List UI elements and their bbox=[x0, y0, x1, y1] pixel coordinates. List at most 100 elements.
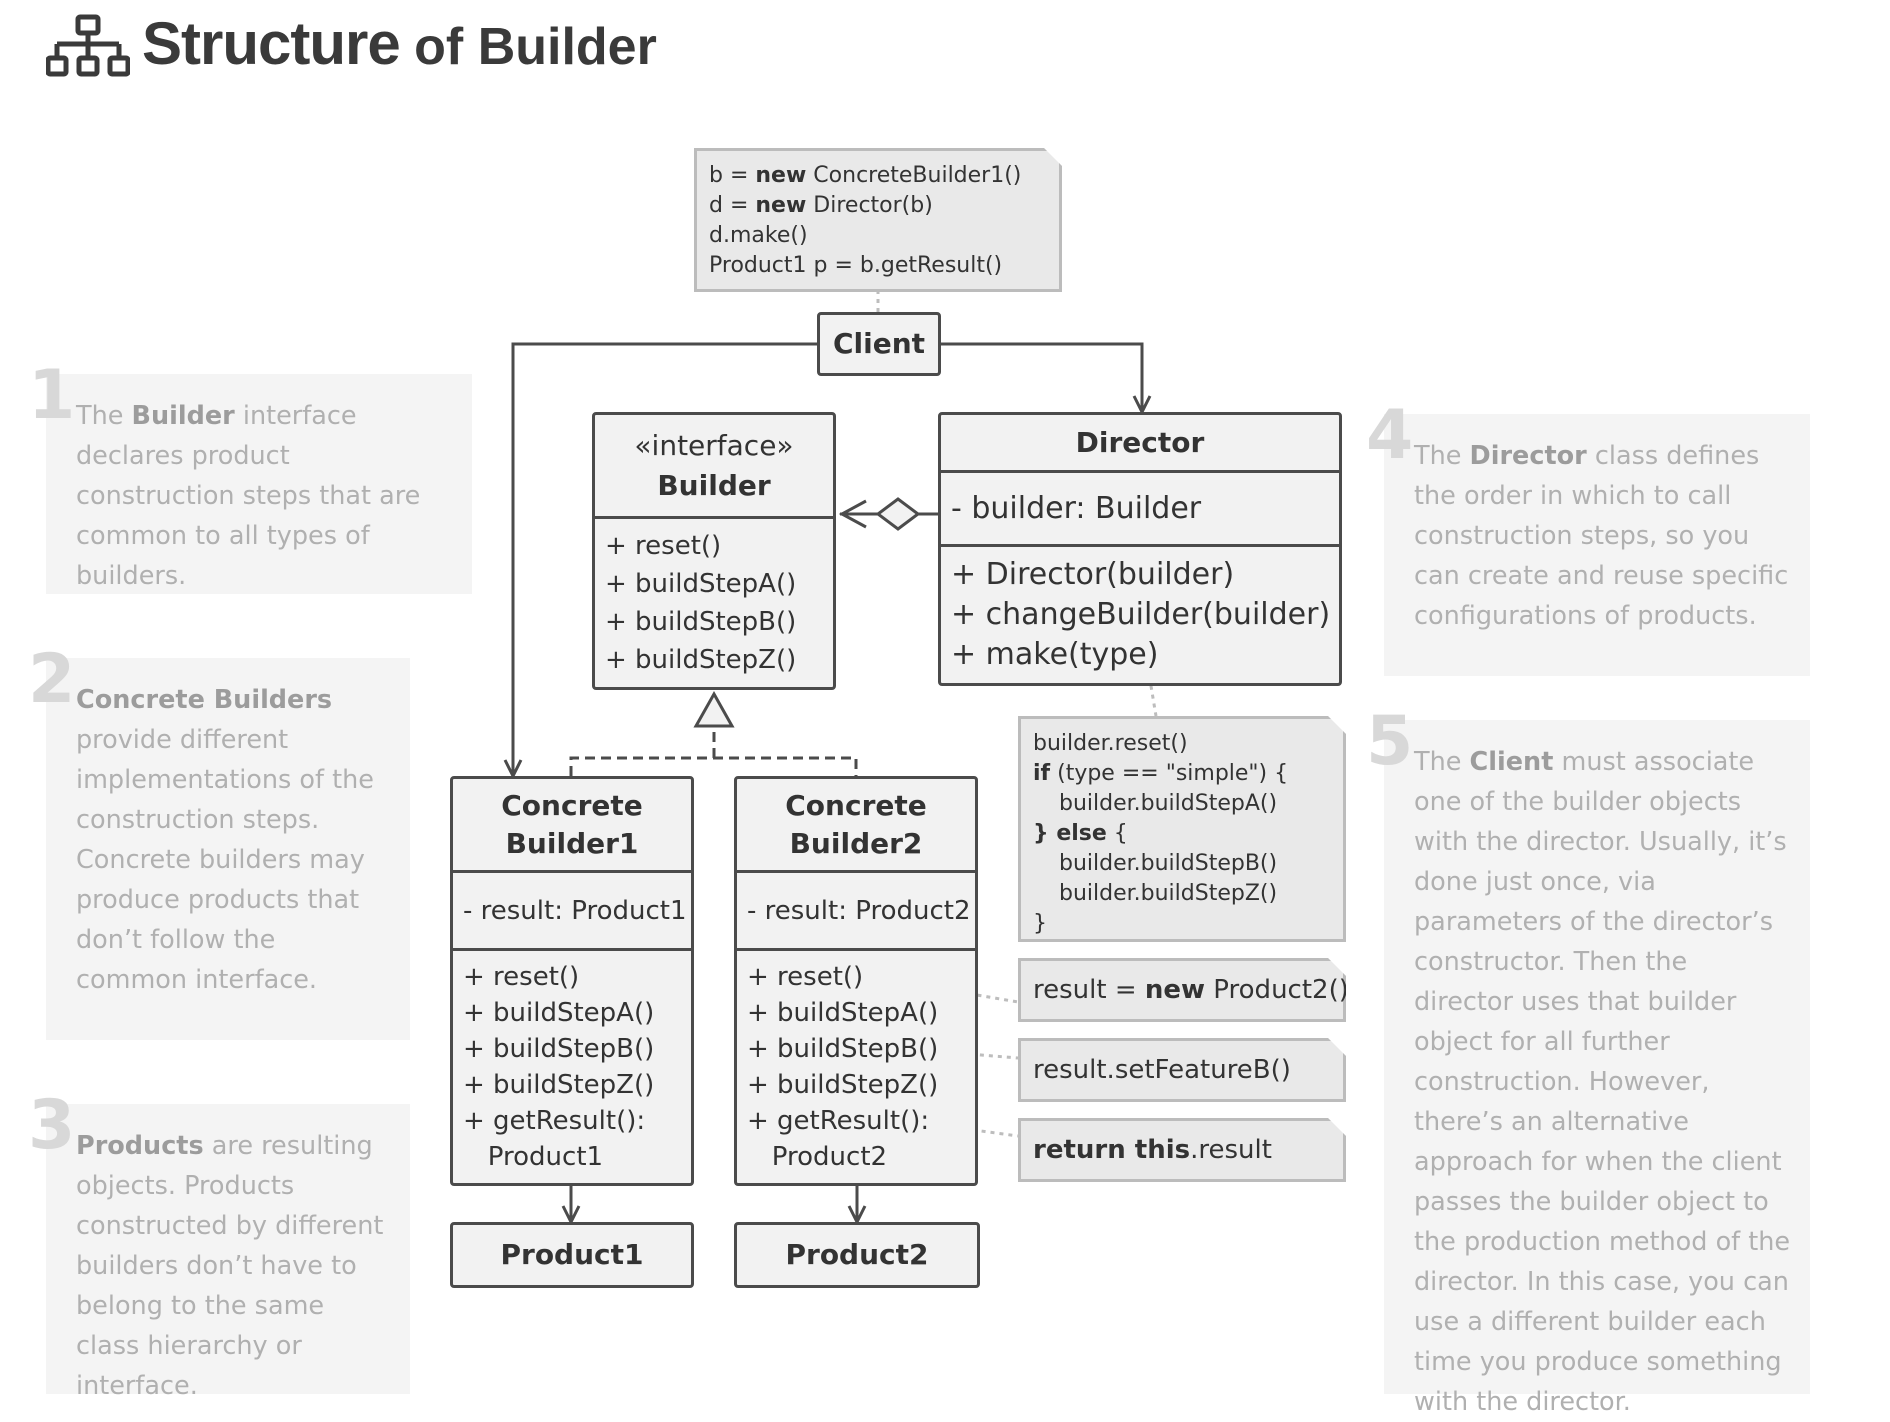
builder-name: Builder bbox=[657, 468, 771, 502]
builder-method: + reset() bbox=[605, 531, 722, 561]
description-5-text-before: The bbox=[1414, 747, 1470, 777]
page-title-rest: of Builder bbox=[399, 18, 657, 76]
code-text: result = bbox=[1033, 975, 1145, 1005]
description-2-bold: Concrete Builders bbox=[76, 685, 333, 715]
builder-method: + buildStepB() bbox=[605, 607, 797, 637]
cb1-method: + buildStepZ() bbox=[463, 1070, 655, 1100]
code-keyword: new bbox=[755, 193, 807, 218]
builder-method: + buildStepA() bbox=[605, 569, 797, 599]
reset-note-line: result = new Product2() bbox=[1033, 975, 1349, 1005]
code-text: Product2() bbox=[1205, 975, 1349, 1005]
make-note-line: if (type == "simple") { bbox=[1033, 759, 1331, 789]
description-3-text-after: are resulting objects. Products construc… bbox=[76, 1131, 384, 1401]
builder-header: «interface» Builder bbox=[595, 415, 833, 516]
director-method: + Director(builder) bbox=[951, 557, 1235, 592]
description-4-text-after: class defines the order in which to call… bbox=[1414, 441, 1789, 631]
description-1-bold: Builder bbox=[131, 401, 235, 431]
make-note-line: builder.buildStepZ() bbox=[1033, 879, 1331, 909]
code-text: Product1 p = b.getResult() bbox=[709, 253, 1003, 278]
code-text: { bbox=[1106, 821, 1128, 846]
builder-method: + buildStepZ() bbox=[605, 645, 797, 675]
cb1-name-line2: Builder1 bbox=[505, 826, 639, 860]
description-1-text-after: interface declares product construction … bbox=[76, 401, 421, 591]
code-text: d.make() bbox=[709, 223, 808, 248]
cb1-methods: + reset() + buildStepA() + buildStepB() … bbox=[453, 948, 691, 1183]
make-code-note: builder.reset() if (type == "simple") { … bbox=[1018, 716, 1346, 942]
description-5-bold: Client bbox=[1469, 747, 1554, 777]
cb2-field: - result: Product2 bbox=[747, 895, 971, 926]
director-methods: + Director(builder) + changeBuilder(buil… bbox=[941, 544, 1339, 683]
builder-methods: + reset() + buildStepA() + buildStepB() … bbox=[595, 516, 833, 687]
director-box: Director - builder: Builder + Director(b… bbox=[938, 412, 1342, 686]
code-keyword: return this bbox=[1033, 1135, 1191, 1165]
client-note-line: d.make() bbox=[709, 221, 1047, 251]
description-5: 5 The Client must associate one of the b… bbox=[1366, 708, 1810, 1417]
description-1-number: 1 bbox=[28, 356, 76, 435]
code-text: result.setFeatureB() bbox=[1033, 1055, 1291, 1085]
product1-label: Product1 bbox=[500, 1238, 644, 1271]
description-1-text: The Builder interface declares product c… bbox=[76, 396, 454, 596]
description-1-text-before: The bbox=[76, 401, 132, 431]
client-note-line: b = new ConcreteBuilder1() bbox=[709, 161, 1047, 191]
hierarchy-icon bbox=[46, 14, 130, 77]
description-3-number: 3 bbox=[28, 1086, 76, 1165]
description-4-number: 4 bbox=[1366, 396, 1414, 475]
client-note-line: Product1 p = b.getResult() bbox=[709, 251, 1047, 281]
client-label: Client bbox=[832, 327, 926, 360]
description-2-text: Concrete Builders provide different impl… bbox=[76, 680, 392, 1000]
description-1: 1 The Builder interface declares product… bbox=[28, 362, 472, 596]
getresult-note-line: return this.result bbox=[1033, 1135, 1272, 1165]
description-3-bold: Products bbox=[76, 1131, 204, 1161]
concrete-builder1-box: Concrete Builder1 - result: Product1 + r… bbox=[450, 776, 694, 1186]
code-text: } bbox=[1033, 911, 1047, 936]
code-text: ConcreteBuilder1() bbox=[806, 163, 1022, 188]
concrete-builder2-box: Concrete Builder2 - result: Product2 + r… bbox=[734, 776, 978, 1186]
cb1-name-line1: Concrete bbox=[501, 788, 643, 822]
builder-stereotype: «interface» bbox=[634, 428, 794, 462]
description-4-text: The Director class defines the order in … bbox=[1414, 436, 1792, 636]
stepb-note-line: result.setFeatureB() bbox=[1033, 1055, 1291, 1085]
description-5-text: The Client must associate one of the bui… bbox=[1414, 742, 1792, 1422]
code-keyword: if bbox=[1033, 761, 1051, 786]
cb2-header: Concrete Builder2 bbox=[737, 779, 975, 870]
cb1-header: Concrete Builder1 bbox=[453, 779, 691, 870]
director-fields: - builder: Builder bbox=[941, 470, 1339, 544]
product2-box: Product2 bbox=[734, 1222, 980, 1288]
code-keyword: new bbox=[755, 163, 807, 188]
cb1-field: - result: Product1 bbox=[463, 895, 687, 926]
builder-interface-box: «interface» Builder + reset() + buildSte… bbox=[592, 412, 836, 690]
description-2: 2 Concrete Builders provide different im… bbox=[28, 646, 410, 1040]
cb2-methods: + reset() + buildStepA() + buildStepB() … bbox=[737, 948, 975, 1183]
realization-lines bbox=[569, 728, 858, 776]
cb2-method: + buildStepA() bbox=[747, 998, 939, 1028]
description-4-text-before: The bbox=[1414, 441, 1470, 471]
cb2-method: + buildStepB() bbox=[747, 1034, 939, 1064]
director-method: + changeBuilder(builder) bbox=[951, 597, 1331, 632]
make-note-line: builder.reset() bbox=[1033, 729, 1331, 759]
cb2-method: + getResult(): bbox=[747, 1106, 930, 1136]
product2-label: Product2 bbox=[785, 1238, 929, 1271]
make-note-line: } else { bbox=[1033, 819, 1331, 849]
cb2-name-line2: Builder2 bbox=[789, 826, 923, 860]
code-text: (type == "simple") { bbox=[1050, 761, 1289, 786]
aggregation-arrowhead bbox=[838, 499, 867, 529]
page-title: Structure of Builder bbox=[142, 12, 657, 79]
getresult-code-note: return this.result bbox=[1018, 1118, 1346, 1182]
product1-box: Product1 bbox=[450, 1222, 694, 1288]
description-5-number: 5 bbox=[1366, 702, 1414, 781]
code-keyword: new bbox=[1144, 975, 1206, 1005]
description-5-text-after: must associate one of the builder object… bbox=[1414, 747, 1791, 1417]
code-text: builder.buildStepB() bbox=[1059, 851, 1278, 876]
director-method: + make(type) bbox=[951, 637, 1159, 672]
cb2-method: + buildStepZ() bbox=[747, 1070, 939, 1100]
description-4-bold: Director bbox=[1469, 441, 1587, 471]
description-3: 3 Products are resulting objects. Produc… bbox=[28, 1092, 410, 1401]
description-4: 4 The Director class defines the order i… bbox=[1366, 402, 1810, 676]
code-text: builder.buildStepZ() bbox=[1059, 881, 1278, 906]
cb2-method: + reset() bbox=[747, 962, 864, 992]
reset-code-note: result = new Product2() bbox=[1018, 958, 1346, 1022]
cb1-method: + buildStepB() bbox=[463, 1034, 655, 1064]
cb1-method: + getResult(): bbox=[463, 1106, 646, 1136]
make-note-line: } bbox=[1033, 909, 1331, 939]
description-2-number: 2 bbox=[28, 640, 76, 719]
